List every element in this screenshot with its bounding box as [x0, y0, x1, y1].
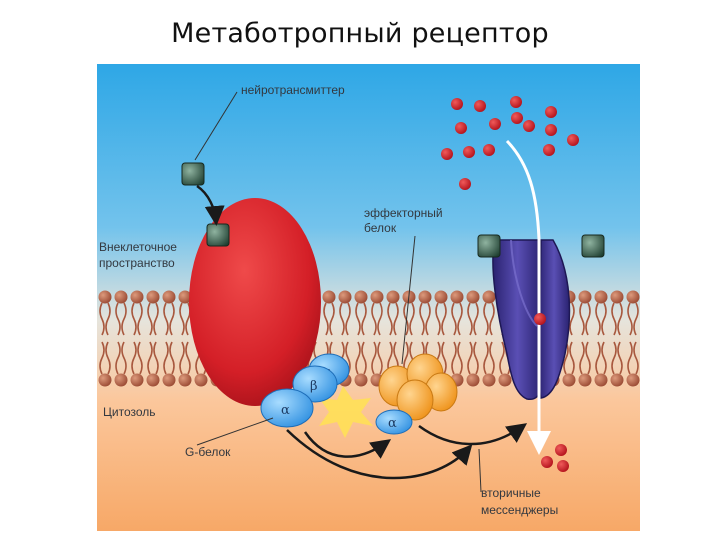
- lipid-head: [579, 291, 592, 304]
- lipid-head: [483, 291, 496, 304]
- second-messenger-molecule: [474, 100, 486, 112]
- neurotransmitter-bound-channel-right: [582, 235, 604, 257]
- second-messenger-molecule: [511, 112, 523, 124]
- second-messenger-molecule: [510, 96, 522, 108]
- lipid-head: [627, 374, 640, 387]
- lipid-head: [131, 374, 144, 387]
- effector-label-line2: белок: [364, 221, 397, 235]
- lipid-head: [147, 291, 160, 304]
- second-messenger-molecule: [455, 122, 467, 134]
- lipid-head: [499, 374, 512, 387]
- lipid-head: [147, 374, 160, 387]
- lipid-head: [419, 291, 432, 304]
- lipid-head: [323, 291, 336, 304]
- lipid-head: [115, 374, 128, 387]
- extracellular-label-line2: пространство: [99, 256, 175, 270]
- second-messenger-molecule: [543, 144, 555, 156]
- effector-label-line1: эффекторный: [364, 206, 443, 220]
- second-messenger-molecule: [489, 118, 501, 130]
- lipid-head: [563, 374, 576, 387]
- second-messenger-molecule: [555, 444, 567, 456]
- neurotransmitter-bound-channel-left: [478, 235, 500, 257]
- lipid-head: [163, 374, 176, 387]
- lipid-head: [435, 291, 448, 304]
- lipid-head: [451, 291, 464, 304]
- lipid-head: [483, 374, 496, 387]
- lipid-head: [371, 291, 384, 304]
- second-messengers-label-line1: вторичные: [481, 486, 541, 500]
- second-messenger-molecule: [483, 144, 495, 156]
- beta-label: β: [310, 379, 318, 394]
- second-messenger-molecule: [523, 120, 535, 132]
- neurotransmitter-bound: [207, 224, 229, 246]
- second-messenger-molecule: [463, 146, 475, 158]
- lipid-head: [99, 374, 112, 387]
- lipid-head: [355, 374, 368, 387]
- lipid-head: [579, 374, 592, 387]
- extracellular-label-line1: Внеклеточное: [99, 240, 177, 254]
- lipid-head: [131, 291, 144, 304]
- second-messenger-molecule: [451, 98, 463, 110]
- second-messenger-molecule: [545, 106, 557, 118]
- lipid-head: [595, 291, 608, 304]
- messenger-in-channel: [534, 313, 546, 325]
- lipid-head: [179, 374, 192, 387]
- cytosol-label: Цитозоль: [103, 405, 156, 419]
- lipid-head: [611, 374, 624, 387]
- lipid-head: [627, 291, 640, 304]
- lipid-head: [115, 291, 128, 304]
- second-messenger-molecule: [459, 178, 471, 190]
- slide-title: Метаботропный рецептор: [0, 18, 720, 49]
- second-messenger-molecule: [557, 460, 569, 472]
- second-messengers-label-line2: мессенджеры: [481, 503, 558, 517]
- second-messenger-molecule: [441, 148, 453, 160]
- lipid-head: [467, 374, 480, 387]
- lipid-head: [595, 374, 608, 387]
- lipid-head: [355, 291, 368, 304]
- g-protein-label: G-белок: [185, 445, 231, 459]
- alpha-label: α: [281, 403, 290, 418]
- lipid-head: [611, 291, 624, 304]
- neurotransmitter-label: нейротрансмиттер: [241, 83, 345, 97]
- effector-alpha-label: α: [388, 416, 397, 431]
- lipid-head: [339, 291, 352, 304]
- second-messenger-molecule: [545, 124, 557, 136]
- lipid-head: [467, 291, 480, 304]
- second-messenger-molecule: [567, 134, 579, 146]
- lipid-head: [195, 374, 208, 387]
- neurotransmitter-free: [182, 163, 204, 185]
- lipid-head: [387, 291, 400, 304]
- lipid-head: [163, 291, 176, 304]
- receptor-diagram: γ β α α нейротрансмиттер эффекторный бел…: [97, 64, 640, 531]
- lipid-head: [99, 291, 112, 304]
- second-messenger-molecule: [541, 456, 553, 468]
